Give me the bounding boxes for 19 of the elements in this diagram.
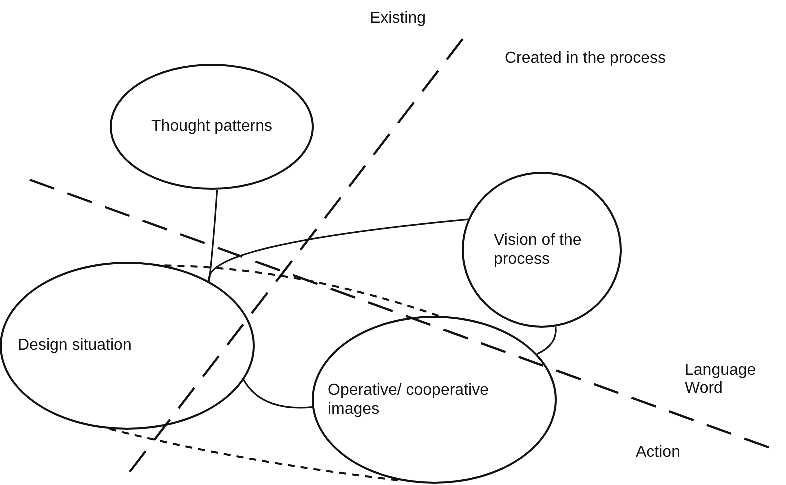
connector-line <box>536 326 557 355</box>
ellipse-node <box>312 316 557 484</box>
connector-line <box>164 264 440 317</box>
connector-line <box>208 190 218 282</box>
connector-line <box>243 380 313 409</box>
node-label: Design situation <box>18 336 132 356</box>
ellipse-node <box>0 262 255 430</box>
region-label: Existing <box>370 10 426 28</box>
region-label: Created in the process <box>505 50 666 68</box>
node-label: Vision of the process <box>494 230 583 270</box>
connector-line <box>208 218 468 282</box>
node-label: Thought patterns <box>152 117 272 137</box>
connector-line <box>110 428 401 482</box>
node-label: Operative/ cooperative images <box>328 380 490 420</box>
region-label: Word <box>685 380 723 398</box>
region-label: Action <box>636 444 680 462</box>
ellipse-node <box>462 172 622 328</box>
region-label: Language <box>685 362 756 380</box>
ellipse-node <box>110 64 314 190</box>
